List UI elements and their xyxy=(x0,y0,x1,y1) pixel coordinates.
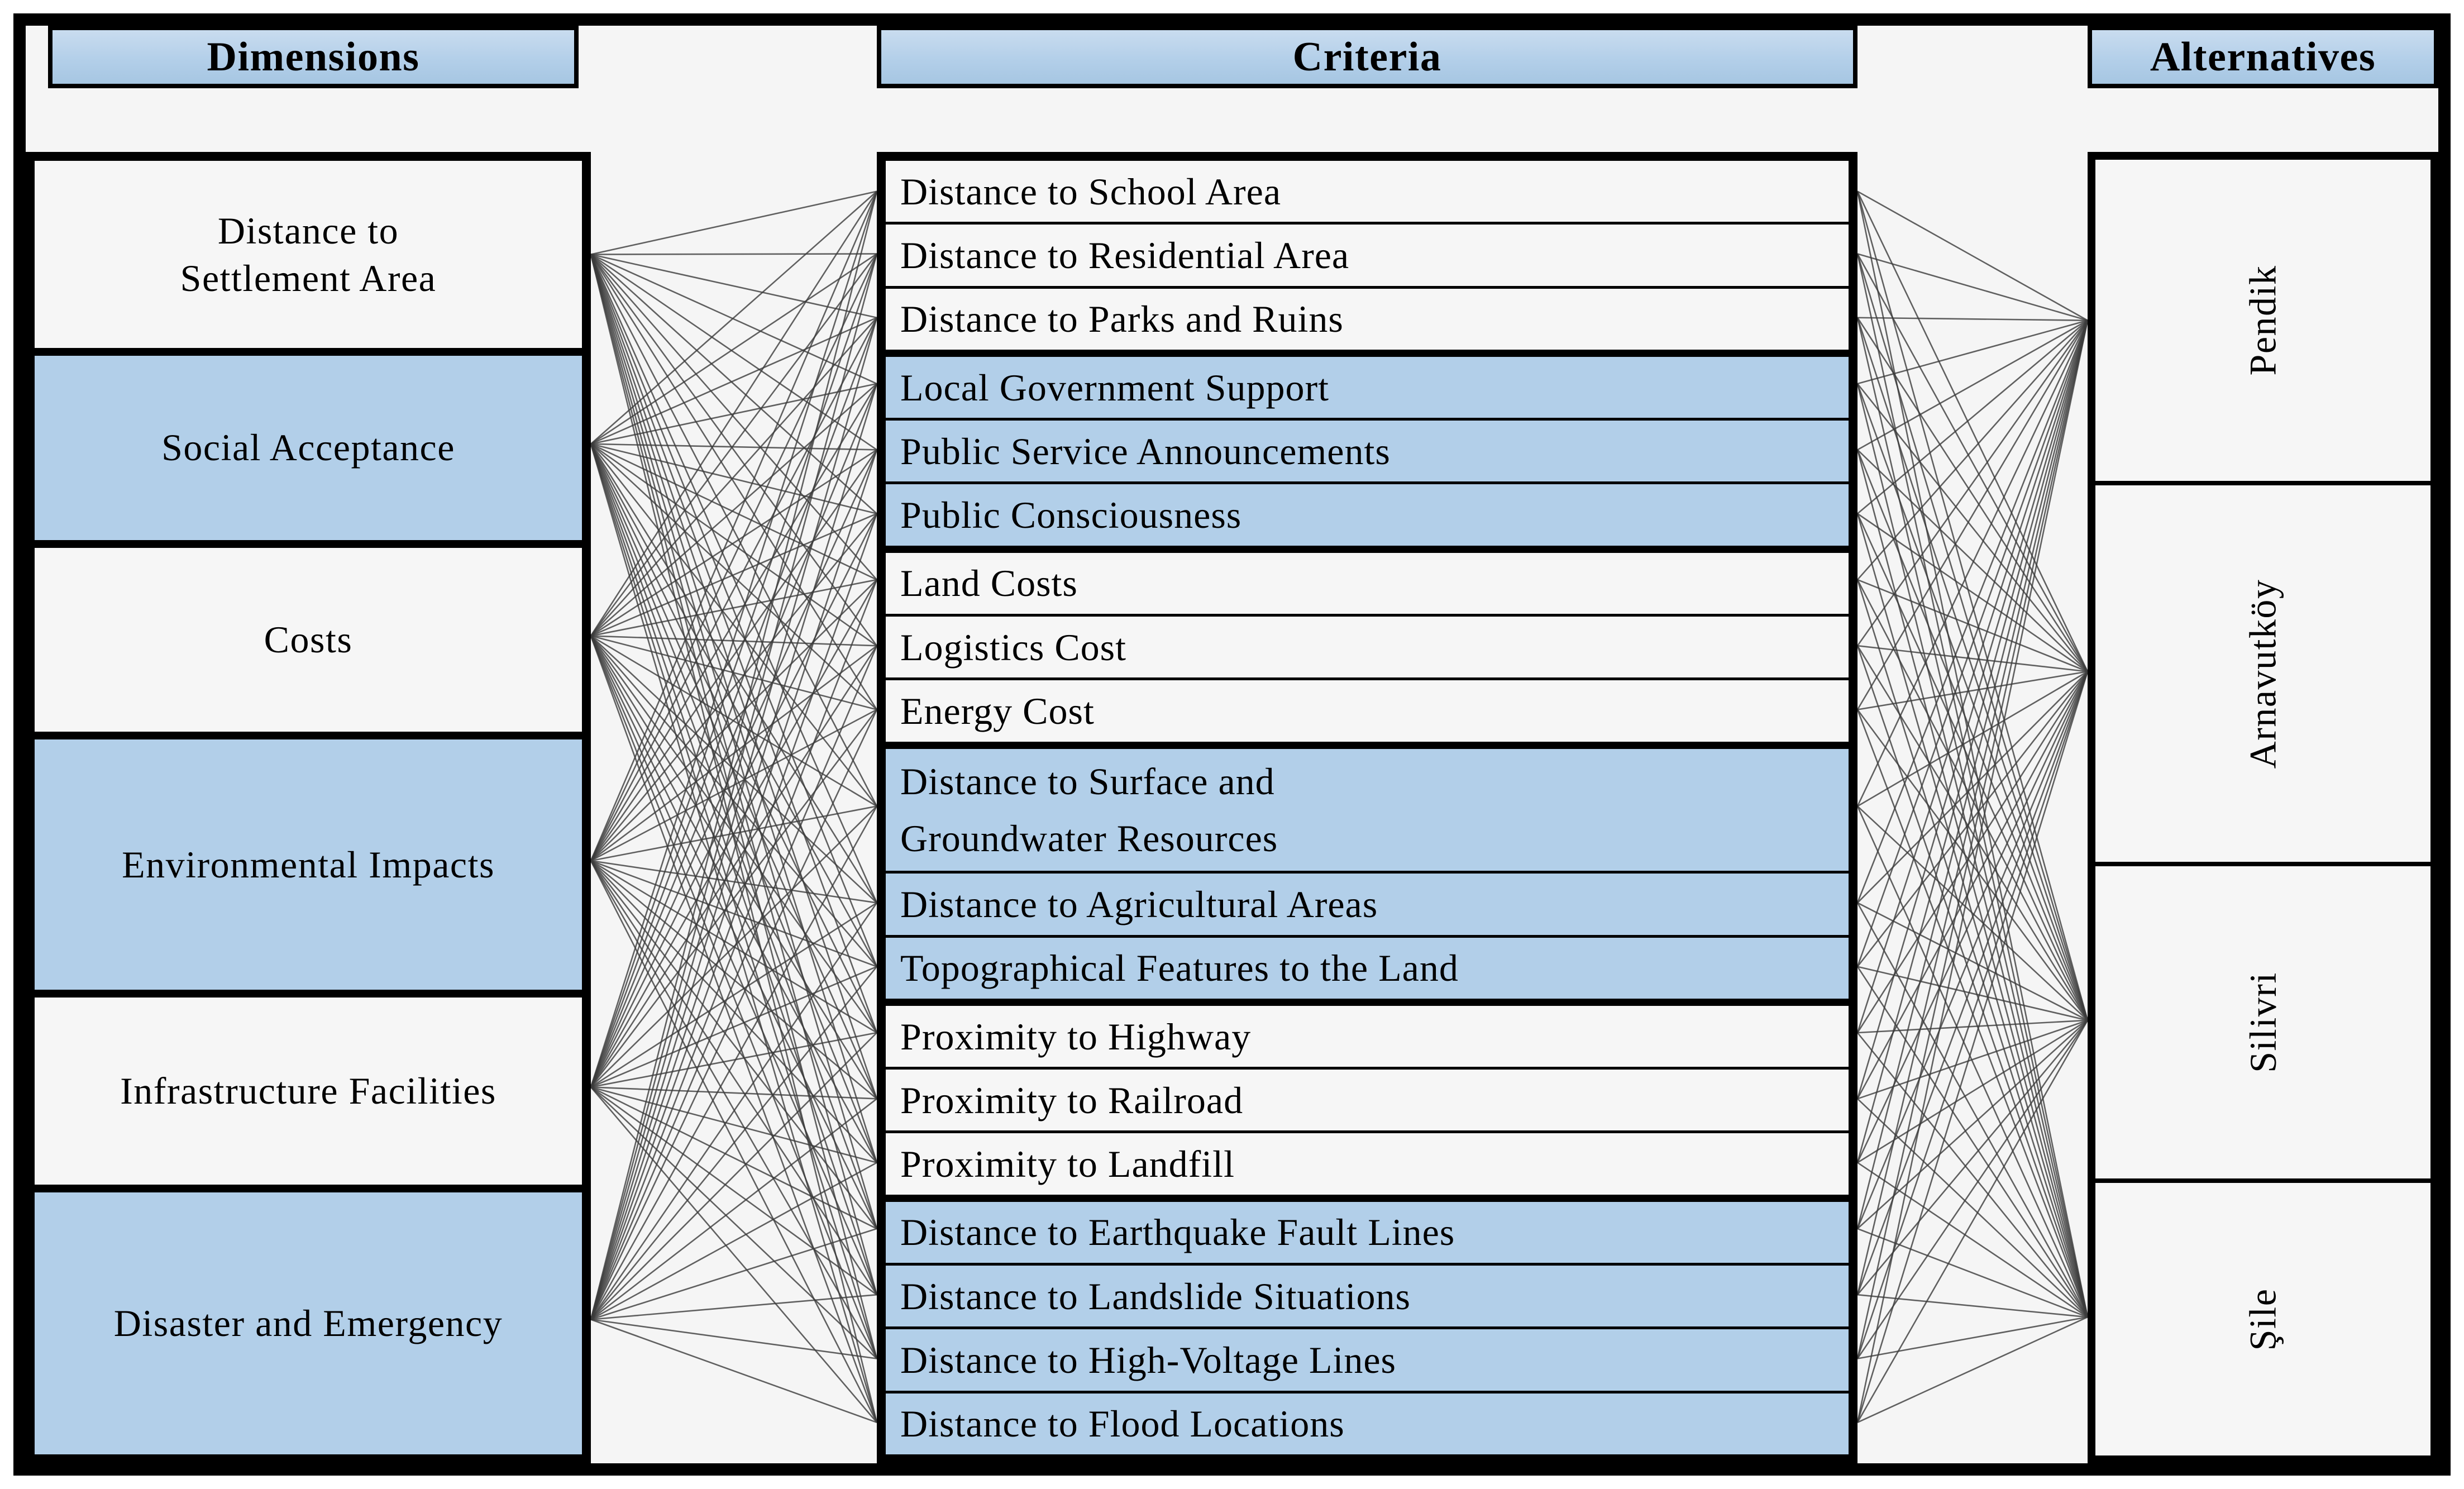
criterion-cell: Local Government Support xyxy=(886,349,1849,418)
alternative-label: Arnavutköy xyxy=(2241,579,2284,769)
criterion-label: Distance to High-Voltage Lines xyxy=(900,1338,1397,1381)
dimension-cell: Distance to Settlement Area xyxy=(35,161,582,349)
alternative-label: Şile xyxy=(2241,1288,2284,1351)
criterion-label: Proximity to Highway xyxy=(900,1015,1252,1058)
dimensions-column: Distance to Settlement Area Social Accep… xyxy=(26,152,591,1463)
criterion-cell: Topographical Features to the Land xyxy=(886,934,1849,999)
criterion-cell: Proximity to Highway xyxy=(886,998,1849,1067)
decision-network-figure: Dimensions Criteria Alternatives Distanc… xyxy=(13,13,2451,1476)
criterion-cell: Distance to Surface and Groundwater Reso… xyxy=(886,741,1849,871)
alternative-cell: Arnavutköy xyxy=(2095,481,2430,862)
criterion-label: Distance to Landslide Situations xyxy=(900,1275,1411,1318)
criterion-label: Logistics Cost xyxy=(900,626,1127,669)
criterion-cell: Distance to School Area xyxy=(886,161,1849,222)
criterion-label: Proximity to Landfill xyxy=(900,1143,1235,1186)
dimension-label: Environmental Impacts xyxy=(122,843,495,886)
dimensions-header: Dimensions xyxy=(48,26,579,88)
alternative-label: Silivri xyxy=(2241,972,2284,1073)
criterion-cell: Public Service Announcements xyxy=(886,418,1849,482)
criteria-header-label: Criteria xyxy=(1292,34,1442,80)
criterion-label: Distance to Agricultural Areas xyxy=(900,882,1378,925)
dimension-label: Infrastructure Facilities xyxy=(120,1069,496,1112)
alternatives-header: Alternatives xyxy=(2088,26,2438,88)
dimension-cell: Social Acceptance xyxy=(35,348,582,540)
dimension-label: Distance to Settlement Area xyxy=(180,209,437,299)
criterion-label: Public Service Announcements xyxy=(900,429,1391,473)
criterion-cell: Proximity to Railroad xyxy=(886,1067,1849,1131)
criterion-label: Distance to Flood Locations xyxy=(900,1402,1345,1445)
alternative-label: Pendik xyxy=(2241,265,2284,376)
criterion-label: Distance to Earthquake Fault Lines xyxy=(900,1211,1455,1254)
alternatives-header-label: Alternatives xyxy=(2150,34,2376,80)
criterion-label: Distance to Parks and Ruins xyxy=(900,298,1344,341)
criterion-cell: Logistics Cost xyxy=(886,614,1849,678)
criterion-label: Distance to Residential Area xyxy=(900,233,1350,276)
criterion-label: Local Government Support xyxy=(900,366,1330,409)
alternative-cell: Pendik xyxy=(2095,160,2430,481)
criterion-label: Distance to School Area xyxy=(900,170,1282,213)
criterion-label: Public Consciousness xyxy=(900,494,1242,537)
criterion-label: Topographical Features to the Land xyxy=(900,947,1459,990)
criteria-header: Criteria xyxy=(877,26,1857,88)
criterion-cell: Energy Cost xyxy=(886,677,1849,742)
criterion-cell: Proximity to Landfill xyxy=(886,1130,1849,1195)
dimension-label: Costs xyxy=(264,618,353,661)
dimension-cell: Infrastructure Facilities xyxy=(35,989,582,1185)
dimensions-header-label: Dimensions xyxy=(207,34,420,80)
criterion-label: Distance to Surface and Groundwater Reso… xyxy=(900,760,1278,860)
criterion-cell: Distance to Flood Locations xyxy=(886,1390,1849,1454)
alternative-cell: Silivri xyxy=(2095,862,2430,1179)
criterion-cell: Distance to Landslide Situations xyxy=(886,1263,1849,1327)
criteria-column: Distance to School Area Distance to Resi… xyxy=(877,152,1857,1463)
dimension-cell: Disaster and Emergency xyxy=(35,1184,582,1454)
criterion-label: Proximity to Railroad xyxy=(900,1078,1244,1121)
criterion-cell: Distance to Agricultural Areas xyxy=(886,871,1849,935)
criterion-cell: Distance to Residential Area xyxy=(886,222,1849,286)
dimension-cell: Costs xyxy=(35,540,582,732)
criterion-cell: Distance to Parks and Ruins xyxy=(886,285,1849,350)
criterion-cell: Land Costs xyxy=(886,545,1849,614)
dimension-label: Social Acceptance xyxy=(161,426,455,469)
criterion-label: Energy Cost xyxy=(900,690,1095,733)
connection-web xyxy=(590,190,2089,1424)
criterion-cell: Distance to Earthquake Fault Lines xyxy=(886,1194,1849,1263)
criterion-cell: Distance to High-Voltage Lines xyxy=(886,1326,1849,1391)
dimension-cell: Environmental Impacts xyxy=(35,732,582,990)
dimension-label: Disaster and Emergency xyxy=(113,1301,503,1344)
criterion-cell: Public Consciousness xyxy=(886,481,1849,546)
alternative-cell: Şile xyxy=(2095,1178,2430,1455)
alternatives-column: Pendik Arnavutköy Silivri Şile xyxy=(2088,152,2438,1463)
criterion-label: Land Costs xyxy=(900,562,1078,605)
